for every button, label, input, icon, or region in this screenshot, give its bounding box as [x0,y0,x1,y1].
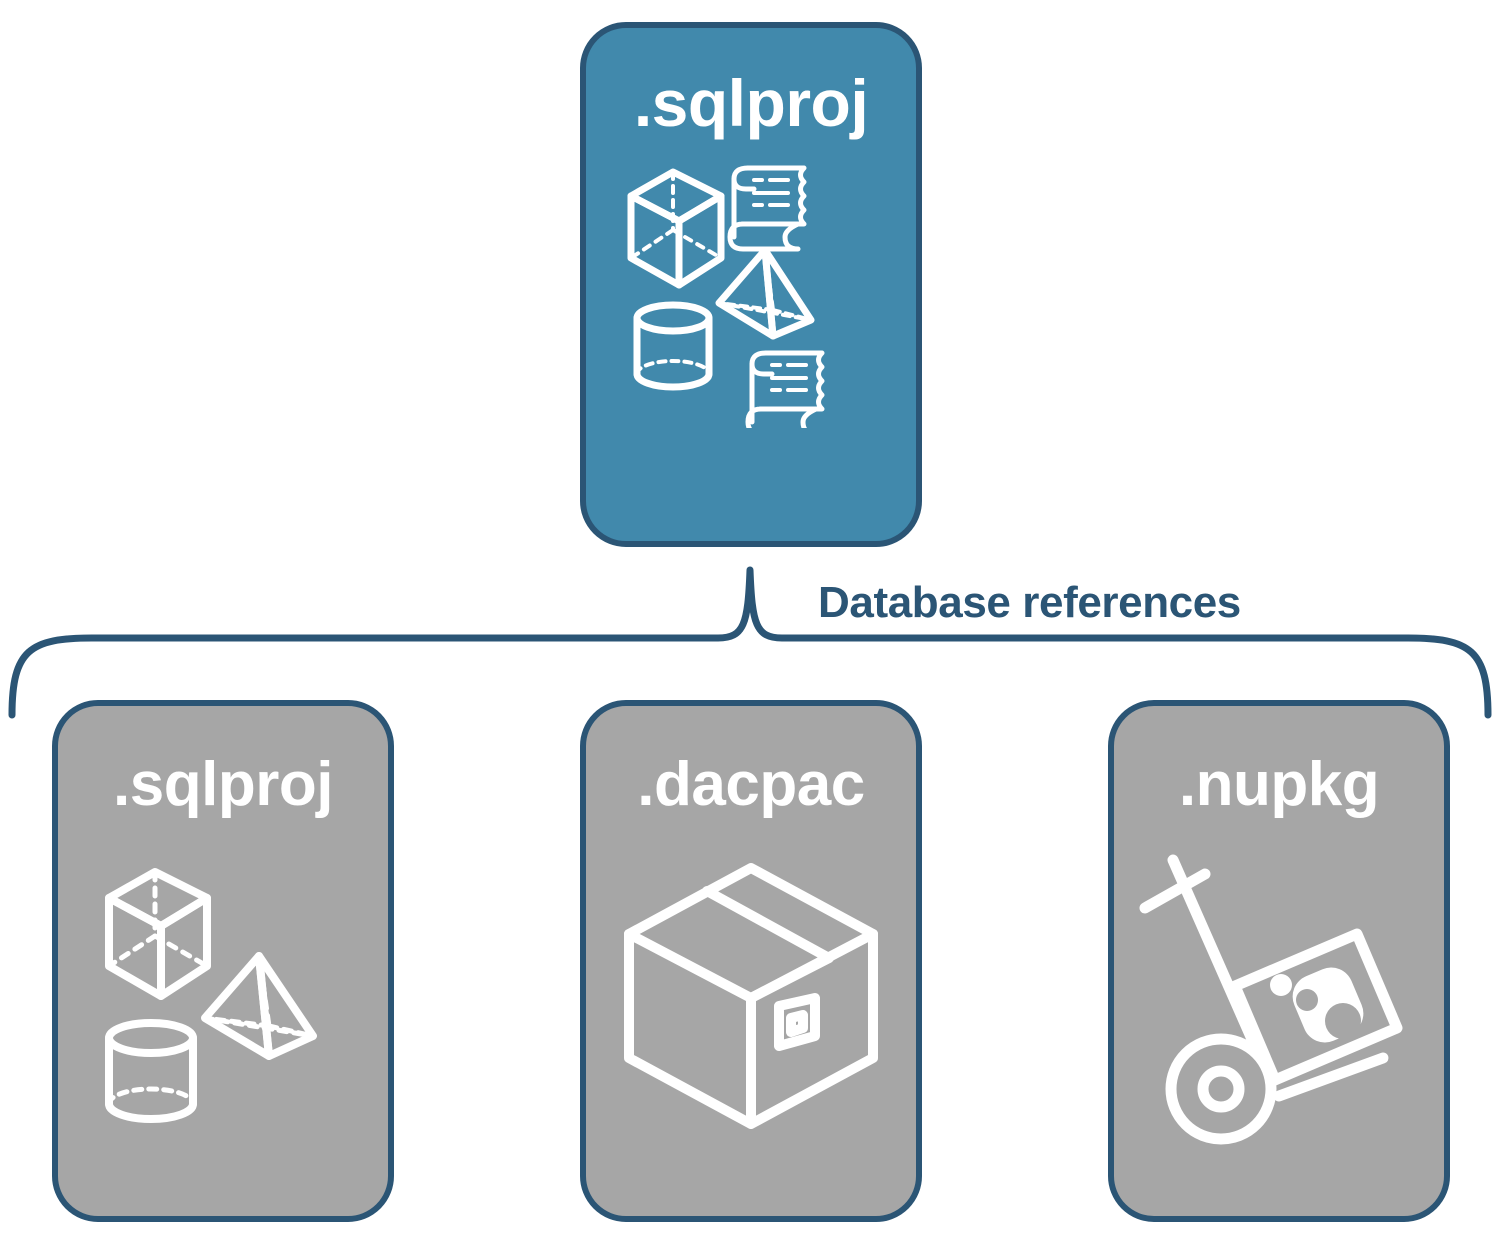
cube-icon [627,168,725,289]
card-nupkg-title: .nupkg [1178,750,1380,819]
cube-icon [105,868,211,1000]
card-child-sqlproj[interactable]: .sqlproj [52,700,394,1222]
hand-truck-icon [1139,854,1403,1145]
package-box-icon [624,863,878,1129]
bracket-label: Database references [818,578,1241,627]
card-root-sqlproj[interactable]: .sqlproj [580,22,922,547]
card-root-title: .sqlproj [633,66,869,140]
dacpac-icon-group [601,846,901,1146]
root-icon-group [621,158,881,428]
nupkg-icon-group [1129,846,1429,1146]
card-dacpac-title: .dacpac [637,750,865,819]
card-child-dacpac[interactable]: .dacpac [580,700,922,1222]
sqlproj-icon-group [73,846,373,1146]
card-sqlproj-title: .sqlproj [113,750,333,819]
card-child-nupkg[interactable]: .nupkg [1108,700,1450,1222]
